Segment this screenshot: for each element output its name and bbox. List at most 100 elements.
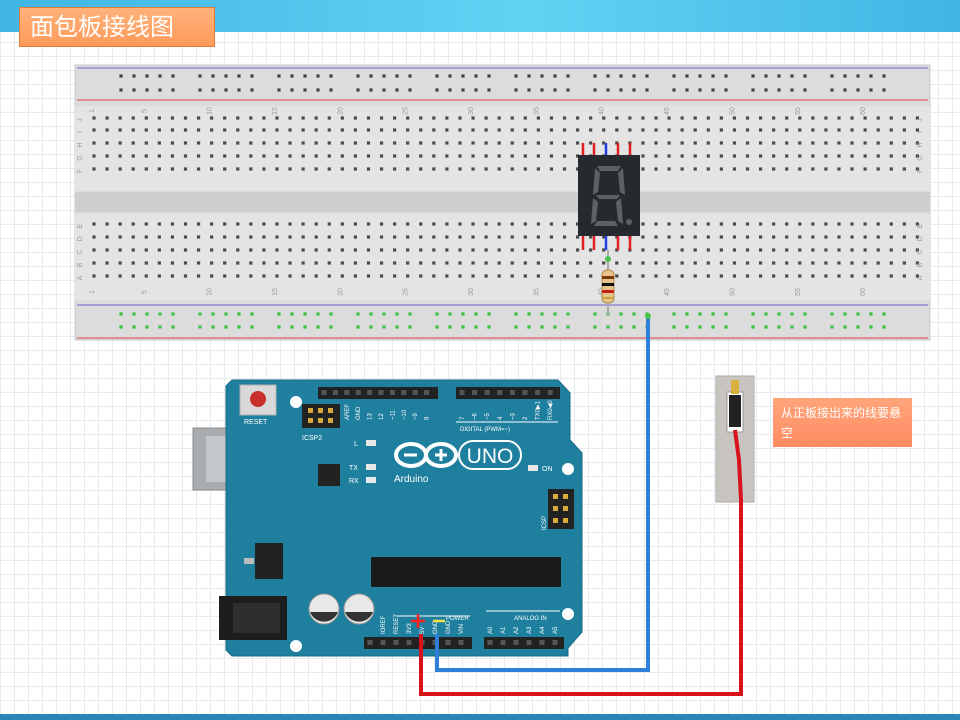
- column-number: 15: [272, 107, 279, 115]
- column-number: 15: [272, 288, 279, 296]
- column-number: 10: [207, 288, 214, 296]
- icsp-label: ICSP: [542, 516, 548, 530]
- analog-pin-label: A2: [514, 626, 520, 634]
- digital-pin-label: ~5: [485, 412, 491, 420]
- column-number: 20: [337, 288, 344, 296]
- uno-logo-text: UNO: [467, 445, 514, 468]
- row-letter: H: [917, 142, 924, 147]
- digital-pin-label: ~10: [402, 409, 408, 420]
- column-number: 30: [468, 107, 475, 115]
- digital-pin-label: 7: [460, 416, 466, 420]
- red-wire: [419, 429, 743, 696]
- digital-pin-label: RX0◀0: [548, 400, 554, 420]
- power-pin-label: 3V3: [407, 623, 413, 634]
- row-letter: F: [77, 169, 84, 173]
- row-letter: E: [917, 223, 924, 228]
- on-label: ON: [542, 466, 553, 473]
- column-number: 40: [599, 107, 606, 115]
- column-number: 45: [664, 288, 671, 296]
- led-l-label: L: [354, 441, 358, 448]
- page-title: 面包板接线图: [19, 7, 215, 47]
- digital-pin-label: 2: [523, 416, 529, 420]
- digital-pin-label: 4: [498, 416, 504, 420]
- digital-pin-label: ~11: [390, 410, 396, 420]
- digital-pin-label: AREF: [345, 404, 351, 420]
- reset-label: RESET: [244, 419, 268, 426]
- row-letter: H: [77, 142, 84, 147]
- center-channel: [75, 192, 930, 212]
- digital-pin-label: 12: [379, 413, 385, 420]
- row-letter: A: [77, 275, 84, 280]
- digital-pin-label: TX0▶1: [536, 400, 542, 420]
- row-letter: G: [917, 155, 924, 160]
- note-callout: 从正板接出来的线要悬空: [773, 398, 912, 447]
- column-number: 35: [533, 107, 540, 115]
- led-tx-label: TX: [349, 465, 358, 472]
- column-number: 5: [141, 109, 148, 113]
- footer-bar: [0, 714, 960, 720]
- row-letter: G: [77, 155, 84, 160]
- column-number: 1: [89, 109, 96, 113]
- column-number: 55: [795, 288, 802, 296]
- column-number: 35: [533, 288, 540, 296]
- column-number: 1: [89, 290, 96, 294]
- digital-pin-label: GND: [356, 406, 362, 420]
- power-pin-label: GND: [446, 620, 452, 634]
- analog-pin-label: A5: [553, 626, 559, 634]
- column-number: 5: [141, 290, 148, 294]
- row-letter: F: [917, 169, 924, 173]
- power-label: POWER: [446, 616, 469, 622]
- analog-pin-label: A4: [540, 626, 546, 634]
- digital-pin-label: 8: [425, 416, 431, 420]
- column-number: 25: [403, 107, 410, 115]
- breadboard: 1155101015152020252530303535404045455050…: [74, 64, 931, 341]
- row-letter: C: [917, 249, 924, 254]
- microcontroller-chip: [371, 557, 561, 587]
- analog-label: ANALOG IN: [514, 616, 547, 622]
- digital-pin-label: 13: [368, 413, 374, 420]
- row-letter: A: [917, 275, 924, 280]
- row-letter: I: [77, 131, 84, 133]
- column-number: 55: [795, 107, 802, 115]
- power-pin-label: IOREF: [381, 615, 387, 634]
- digital-label: DIGITAL (PWM=~): [460, 427, 510, 433]
- column-number: 45: [664, 107, 671, 115]
- icsp2-label: ICSP2: [302, 435, 322, 442]
- power-pin-label: GND: [433, 620, 439, 634]
- column-number: 30: [468, 288, 475, 296]
- row-letter: C: [77, 249, 84, 254]
- row-letter: D: [77, 236, 84, 241]
- power-pin-label: VIN: [459, 624, 465, 634]
- row-letter: B: [917, 262, 924, 267]
- row-letter: J: [917, 118, 924, 122]
- resistor: [601, 250, 615, 316]
- digital-pin-label: ~6: [473, 412, 479, 420]
- arduino-uno-board: UNO Arduino RESET ICSP2 L TX RX ON DIGIT…: [192, 379, 583, 657]
- row-letter: E: [77, 223, 84, 228]
- column-number: 25: [403, 288, 410, 296]
- column-number: 50: [729, 288, 736, 296]
- analog-pin-label: A3: [527, 626, 533, 634]
- analog-pin-label: A1: [501, 626, 507, 634]
- analog-pin-label: A0: [488, 626, 494, 634]
- power-pin-label: 5V: [420, 627, 426, 634]
- row-letter: D: [917, 236, 924, 241]
- row-letter: B: [77, 262, 84, 267]
- seven-segment-display: [578, 143, 640, 250]
- arduino-logo: [394, 442, 458, 468]
- column-number: 10: [207, 107, 214, 115]
- led-rx-label: RX: [349, 478, 359, 485]
- blue-wire: [435, 316, 650, 672]
- power-pin-label: RESET: [394, 614, 400, 634]
- digital-pin-label: ~3: [510, 412, 516, 420]
- plus-marker: [411, 614, 425, 628]
- digital-pin-label: ~9: [413, 412, 419, 420]
- column-number: 60: [860, 288, 867, 296]
- column-number: 50: [729, 107, 736, 115]
- row-letter: J: [77, 118, 84, 122]
- row-letter: I: [917, 131, 924, 133]
- column-number: 60: [860, 107, 867, 115]
- arduino-brand-text: Arduino: [394, 474, 429, 485]
- column-number: 20: [337, 107, 344, 115]
